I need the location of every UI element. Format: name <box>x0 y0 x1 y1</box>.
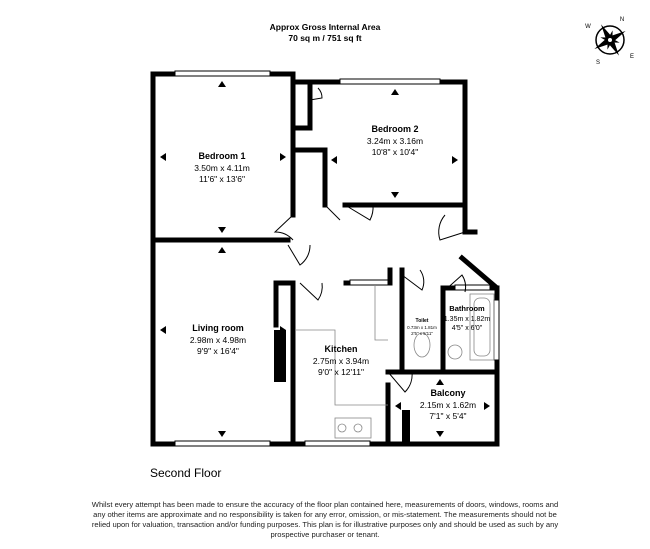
room-living-room: Living room 2.98m x 4.98m 9'9" x 16'4" <box>190 323 246 356</box>
room-imperial: 2'5" x 5'11" <box>411 331 433 336</box>
compass-rose-icon: N E S W <box>585 17 634 66</box>
area-value: 70 sq m / 751 sq ft <box>288 33 362 43</box>
room-name: Bedroom 1 <box>198 151 245 161</box>
windows <box>174 70 500 447</box>
room-name: Bedroom 2 <box>371 124 418 134</box>
room-metric: 3.24m x 3.16m <box>367 136 423 146</box>
room-metric: 2.15m x 1.62m <box>420 400 476 410</box>
dimension-arrows <box>160 81 490 437</box>
doors <box>273 87 467 393</box>
room-imperial: 9'0" x 12'11" <box>318 367 364 377</box>
room-bathroom: Bathroom 1.35m x 1.82m 4'5" x 6'0" <box>444 304 490 332</box>
room-bedroom-2: Bedroom 2 3.24m x 3.16m 10'8" x 10'4" <box>367 124 423 157</box>
room-name: Bathroom <box>449 304 485 313</box>
area-title: Approx Gross Internal Area <box>269 22 381 32</box>
room-imperial: 9'9" x 16'4" <box>197 346 239 356</box>
room-toilet: Toilet 0.73m x 1.81m 2'5" x 5'11" <box>407 318 437 336</box>
room-kitchen: Kitchen 2.75m x 3.94m 9'0" x 12'11" <box>313 344 369 377</box>
room-metric: 2.75m x 3.94m <box>313 356 369 366</box>
fixtures <box>296 285 495 439</box>
room-imperial: 7'1" x 5'4" <box>429 411 466 421</box>
compass-e: E <box>630 54 634 60</box>
disclaimer: Whilst every attempt has been made to en… <box>91 500 559 539</box>
room-metric: 0.73m x 1.81m <box>407 325 437 330</box>
room-bedroom-1: Bedroom 1 3.50m x 4.11m 11'6" x 13'6" <box>194 151 250 184</box>
room-name: Kitchen <box>324 344 357 354</box>
room-metric: 2.98m x 4.98m <box>190 335 246 345</box>
floor-label: Second Floor <box>150 466 222 480</box>
compass-w: W <box>585 24 591 30</box>
room-metric: 3.50m x 4.11m <box>194 163 250 173</box>
room-imperial: 11'6" x 13'6" <box>199 174 245 184</box>
room-balcony: Balcony 2.15m x 1.62m 7'1" x 5'4" <box>420 388 476 421</box>
room-name: Toilet <box>416 318 429 324</box>
room-name: Balcony <box>430 388 465 398</box>
area-header: Approx Gross Internal Area 70 sq m / 751… <box>0 22 650 44</box>
room-metric: 1.35m x 1.82m <box>444 316 490 323</box>
compass-n: N <box>620 17 624 23</box>
room-imperial: 10'8" x 10'4" <box>372 147 419 157</box>
compass-s: S <box>596 60 600 66</box>
room-imperial: 4'5" x 6'0" <box>452 325 483 332</box>
room-name: Living room <box>192 323 244 333</box>
